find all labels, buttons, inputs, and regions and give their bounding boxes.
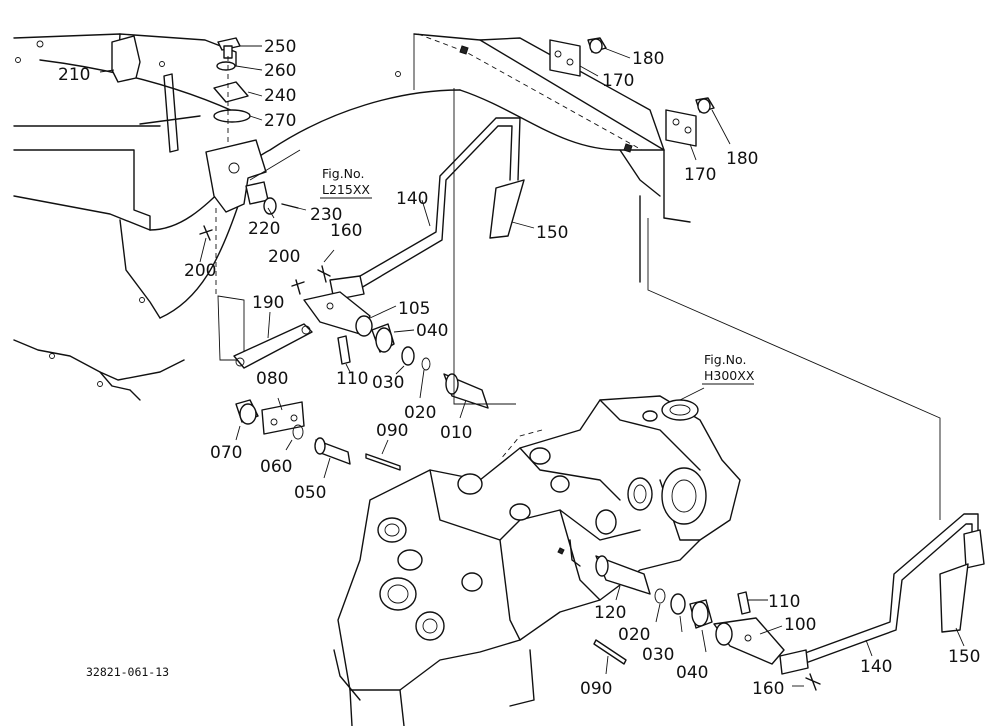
label-190: 190 xyxy=(252,293,284,313)
drawing-code: 32821-061-13 xyxy=(86,665,169,679)
label-230: 230 xyxy=(310,205,342,225)
bracket-plates xyxy=(549,37,731,161)
label-120: 120 xyxy=(594,603,626,623)
label-140a: 140 xyxy=(396,189,428,209)
fig-ref-l215: Fig.No. L215XX xyxy=(320,166,372,199)
fastener-stack xyxy=(213,37,263,168)
lower-left-valve-parts xyxy=(235,397,401,479)
label-110b: 110 xyxy=(768,592,800,612)
part-labels: 210 250 260 240 270 180 170 180 170 140 … xyxy=(58,37,980,699)
label-105: 105 xyxy=(398,299,430,319)
part-105-valve-lever xyxy=(303,291,397,337)
fig-ref-h300-title: Fig.No. xyxy=(704,352,746,367)
label-030b: 030 xyxy=(642,645,674,665)
fig-ref-l215-title: Fig.No. xyxy=(322,166,364,181)
upper-bracket-frame xyxy=(413,33,691,283)
part-190-link xyxy=(217,295,313,369)
label-260: 260 xyxy=(264,61,296,81)
label-020a: 020 xyxy=(404,403,436,423)
part-210-knob xyxy=(99,35,201,153)
label-060: 060 xyxy=(260,457,292,477)
label-090b: 090 xyxy=(580,679,612,699)
control-valve-body xyxy=(333,395,741,726)
reference-lines xyxy=(249,34,941,520)
label-270: 270 xyxy=(264,111,296,131)
label-020b: 020 xyxy=(618,625,650,645)
lever-mount xyxy=(199,139,307,296)
label-090a: 090 xyxy=(376,421,408,441)
fig-ref-h300-code: H300XX xyxy=(704,368,755,383)
label-140b: 140 xyxy=(860,657,892,677)
fig-ref-l215-code: L215XX xyxy=(322,182,370,197)
label-200b: 200 xyxy=(268,247,300,267)
label-170b: 170 xyxy=(684,165,716,185)
label-050: 050 xyxy=(294,483,326,503)
label-040a: 040 xyxy=(416,321,448,341)
label-200a: 200 xyxy=(184,261,216,281)
label-180a: 180 xyxy=(632,49,664,69)
label-010: 010 xyxy=(440,423,472,443)
upper-valve-assembly xyxy=(337,323,489,419)
label-080: 080 xyxy=(256,369,288,389)
frame-housing xyxy=(13,33,461,401)
lower-valve-assembly xyxy=(499,429,785,675)
label-250: 250 xyxy=(264,37,296,57)
label-240: 240 xyxy=(264,86,296,106)
label-220: 220 xyxy=(248,219,280,239)
part-140-lever-lower xyxy=(779,513,985,691)
label-170a: 170 xyxy=(602,71,634,91)
label-030a: 030 xyxy=(372,373,404,393)
label-070: 070 xyxy=(210,443,242,463)
part-140-lever-upper xyxy=(329,117,535,301)
label-110a: 110 xyxy=(336,369,368,389)
fig-ref-h300: Fig.No. H300XX xyxy=(702,352,755,385)
label-160a: 160 xyxy=(330,221,362,241)
label-150b: 150 xyxy=(948,647,980,667)
label-180b: 180 xyxy=(726,149,758,169)
label-150a: 150 xyxy=(536,223,568,243)
label-040b: 040 xyxy=(676,663,708,683)
label-100: 100 xyxy=(784,615,816,635)
part-160-pin-upper xyxy=(317,249,335,283)
label-210: 210 xyxy=(58,65,90,85)
label-160b: 160 xyxy=(752,679,784,699)
